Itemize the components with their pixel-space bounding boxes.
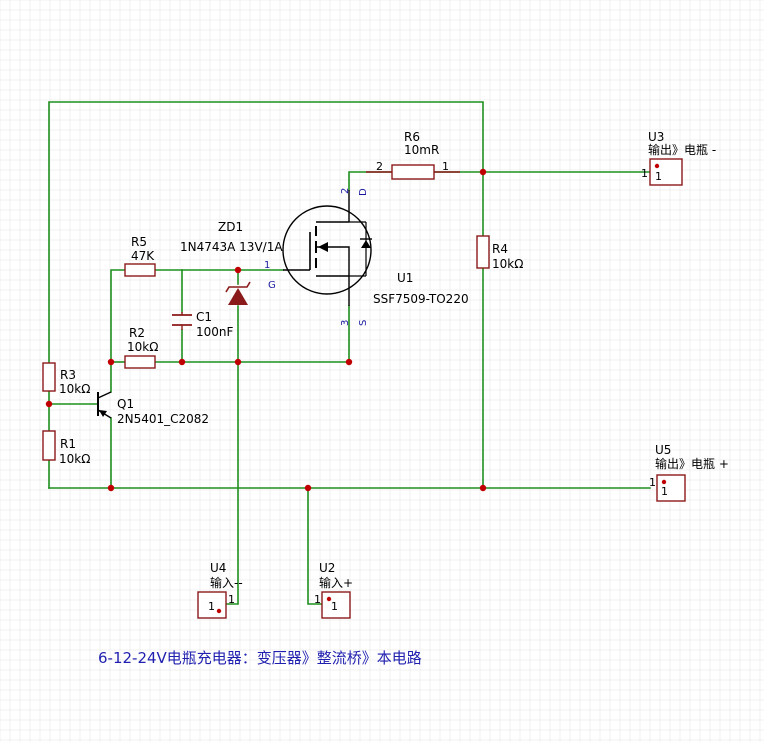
resistor-body bbox=[124, 263, 156, 277]
junction bbox=[107, 358, 115, 366]
wire-input-minus bbox=[225, 361, 239, 605]
u5-pin: 1 bbox=[649, 476, 656, 489]
body-arrow bbox=[318, 242, 328, 252]
connector-u4[interactable]: U4 输入-- 1 1 bbox=[197, 561, 243, 619]
u2-label: 输入+ bbox=[319, 575, 353, 590]
r1-ref: R1 bbox=[60, 437, 76, 451]
connector-box bbox=[321, 591, 351, 619]
zd1-ref: ZD1 bbox=[218, 220, 243, 234]
resistor-body bbox=[476, 235, 490, 269]
connector-pin-dot bbox=[661, 479, 667, 485]
connector-pin-dot bbox=[326, 596, 332, 602]
connector-box bbox=[649, 158, 683, 186]
junction bbox=[345, 358, 353, 366]
u1-value: SSF7509-TO220 bbox=[373, 292, 469, 306]
junction bbox=[45, 400, 53, 408]
u2-pin: 1 bbox=[314, 593, 321, 606]
junction bbox=[234, 266, 242, 274]
connector-pin-dot bbox=[216, 608, 222, 614]
r6-pin-right: 1 bbox=[442, 160, 449, 173]
u1-pin-source: 3 bbox=[340, 320, 351, 326]
mosfet-envelope bbox=[282, 205, 372, 295]
r6-value: 10mR bbox=[404, 143, 439, 157]
zener-triangle bbox=[228, 288, 248, 305]
r5-ref: R5 bbox=[131, 235, 147, 249]
u2-ref: U2 bbox=[319, 561, 335, 575]
resistor-body bbox=[42, 362, 56, 392]
u5-label: 输出》电瓶 + bbox=[655, 456, 729, 471]
connector-u3[interactable]: U3 输出》电瓶 - 1 1 bbox=[641, 130, 716, 186]
u1-ref: U1 bbox=[397, 271, 413, 285]
q1-value: 2N5401_C2082 bbox=[117, 412, 209, 426]
junction bbox=[234, 358, 242, 366]
junction bbox=[107, 484, 115, 492]
resistor-r6[interactable]: R6 10mR 2 1 bbox=[366, 130, 460, 180]
u5-ref: U5 bbox=[655, 443, 671, 457]
connector-u5[interactable]: U5 输出》电瓶 + 1 1 bbox=[649, 443, 729, 502]
r6-pin-left: 2 bbox=[376, 160, 383, 173]
u1-label-g: G bbox=[268, 280, 276, 291]
u1-label-s: S bbox=[358, 320, 369, 326]
u3-ref: U3 bbox=[648, 130, 664, 144]
junction bbox=[479, 168, 487, 176]
u3-pin: 1 bbox=[641, 167, 648, 180]
junction bbox=[178, 358, 186, 366]
r2-value: 10kΩ bbox=[127, 340, 158, 354]
resistor-r2[interactable]: R2 10kΩ bbox=[124, 326, 158, 369]
r5-value: 47K bbox=[131, 249, 155, 263]
u2-pin-box: 1 bbox=[331, 600, 338, 613]
diagram-title: 6-12-24V电瓶充电器：变压器》整流桥》本电路 bbox=[98, 649, 422, 667]
u1-pin-drain: 2 bbox=[340, 188, 351, 194]
connector-box bbox=[656, 474, 686, 502]
c1-ref: C1 bbox=[196, 310, 212, 324]
r6-ref: R6 bbox=[404, 130, 420, 144]
r3-value: 10kΩ bbox=[59, 382, 90, 396]
u5-pin-box: 1 bbox=[661, 485, 668, 498]
resistor-body bbox=[42, 430, 56, 461]
junctions bbox=[45, 168, 487, 492]
q1-ref: Q1 bbox=[117, 397, 134, 411]
emitter-arrow bbox=[99, 410, 107, 417]
wire-drain bbox=[348, 171, 393, 191]
wire-input-plus bbox=[307, 487, 323, 605]
collector-leg bbox=[97, 391, 112, 399]
u4-pin: 1 bbox=[228, 593, 235, 606]
zd1-value: 1N4743A 13V/1A bbox=[180, 240, 283, 254]
mosfet-u1[interactable]: U1 SSF7509-TO220 1 G 2 D 3 S bbox=[264, 188, 469, 326]
r4-ref: R4 bbox=[492, 242, 508, 256]
u1-label-d: D bbox=[358, 188, 369, 196]
r3-ref: R3 bbox=[60, 368, 76, 382]
c1-value: 100nF bbox=[196, 325, 234, 339]
resistor-body bbox=[391, 164, 435, 180]
transistor-q1[interactable]: Q1 2N5401_C2082 bbox=[97, 391, 209, 426]
junction bbox=[304, 484, 312, 492]
junction bbox=[479, 484, 487, 492]
u1-pin-gate: 1 bbox=[264, 260, 270, 271]
wire-collector bbox=[110, 269, 126, 393]
resistor-r4[interactable]: R4 10kΩ bbox=[476, 235, 523, 271]
u4-label: 输入-- bbox=[210, 575, 243, 590]
zener-zd1[interactable]: ZD1 1N4743A 13V/1A bbox=[180, 220, 283, 305]
zener-bar bbox=[225, 281, 251, 293]
connector-pin-dot bbox=[654, 163, 660, 169]
u3-pin-box: 1 bbox=[655, 170, 662, 183]
resistor-r3[interactable]: R3 10kΩ bbox=[42, 362, 90, 396]
resistor-r5[interactable]: R5 47K bbox=[124, 235, 156, 277]
connector-u2[interactable]: U2 输入+ 1 1 bbox=[314, 561, 353, 619]
r1-value: 10kΩ bbox=[59, 452, 90, 466]
body-conn bbox=[316, 246, 350, 276]
diode-triangle bbox=[361, 240, 371, 248]
r2-ref: R2 bbox=[129, 326, 145, 340]
capacitor-c1[interactable]: C1 100nF bbox=[172, 310, 234, 339]
resistor-r1[interactable]: R1 10kΩ bbox=[42, 430, 90, 466]
r4-value: 10kΩ bbox=[492, 257, 523, 271]
connector-box bbox=[197, 591, 227, 619]
u3-label: 输出》电瓶 - bbox=[648, 142, 716, 157]
u4-pin-box: 1 bbox=[208, 600, 215, 613]
resistor-body bbox=[124, 355, 156, 369]
u4-ref: U4 bbox=[210, 561, 226, 575]
